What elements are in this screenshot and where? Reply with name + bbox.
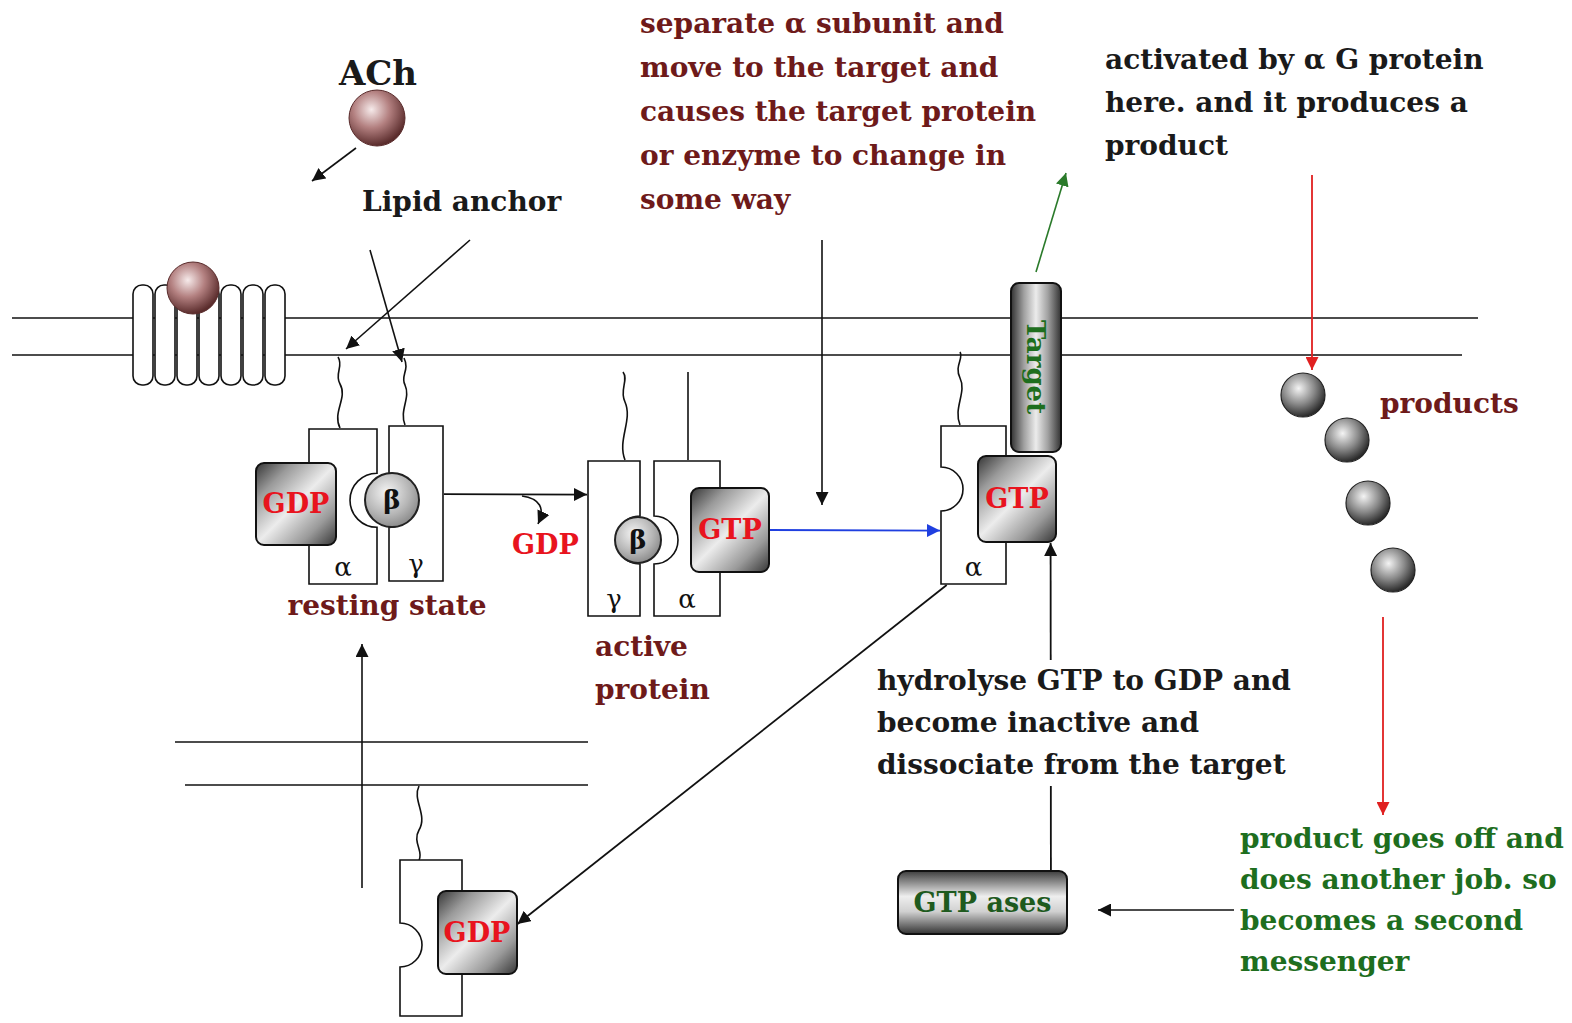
connector-arrow [444,493,587,495]
leader-line [361,644,363,888]
lipid-anchor-tail [403,358,406,425]
node-text: GTP ases [914,888,1052,918]
products-label: products [1380,386,1519,421]
lipid-anchor-tail [338,357,343,428]
lipid-anchor-tail [687,372,689,460]
bound-ligand [167,262,219,314]
node-text: GDP [263,489,330,519]
receptor [243,285,263,385]
node-text: β [383,486,400,515]
product-arrow [1311,175,1313,370]
connector-arrow [770,529,940,531]
ligand-arrow [312,148,356,181]
node-text: α [334,553,352,582]
product-arrow [1382,617,1384,815]
node-text: γ [606,585,622,614]
leader-line [370,250,402,362]
ligand-label: ACh [318,52,438,95]
lipid-anchor-tail [958,352,962,425]
receptor [265,285,285,385]
node-text: GTP [985,484,1048,514]
node-text: γ [408,550,424,579]
gdp-box: GDP [255,462,337,546]
node-text: Target [1022,320,1051,414]
state-label: active protein [595,625,755,711]
gtp-box: GTP [977,455,1057,543]
leader-line [346,240,470,349]
step-note: separate α subunit and move to the targe… [640,2,1070,222]
node-text: GDP [444,918,511,948]
step-note: product goes off and does another job. s… [1240,818,1565,982]
beta-subunit: β [364,472,420,528]
receptor [221,285,241,385]
lipid-anchor-tail [417,786,422,860]
gtpase-box: GTP ases [897,870,1068,935]
node-text: β [629,526,646,555]
detached-membrane [185,784,588,786]
gtp-box: GTP [690,487,770,573]
step-note: activated by α G protein here. and it pr… [1105,38,1565,167]
leader-line [522,496,541,524]
node-text: α [678,585,696,614]
leader-line [346,240,1234,910]
state-label: resting state [267,588,507,623]
lipid-anchor-tail [623,372,628,460]
gdp-box: GDP [437,890,518,975]
activation-arrow [1036,173,1066,272]
product-molecule [1346,481,1390,525]
target-protein: Target [1010,282,1062,453]
step-note: hydrolyse GTP to GDP and become inactive… [877,660,1307,786]
product-molecule [1281,373,1325,417]
released-gdp-label: GDP [512,528,579,562]
beta-subunit: β [614,516,662,564]
receptor [133,285,153,385]
leader-line [821,240,823,505]
ach-ligand [349,90,405,146]
node-text: GTP [698,515,761,545]
anchor-label: Lipid anchor [362,184,561,219]
leader-line [1098,909,1234,911]
detached-membrane [175,742,588,785]
product-molecule [1371,548,1415,592]
product-molecule [1325,418,1369,462]
node-text: α [965,553,983,582]
detached-membrane [175,741,588,743]
